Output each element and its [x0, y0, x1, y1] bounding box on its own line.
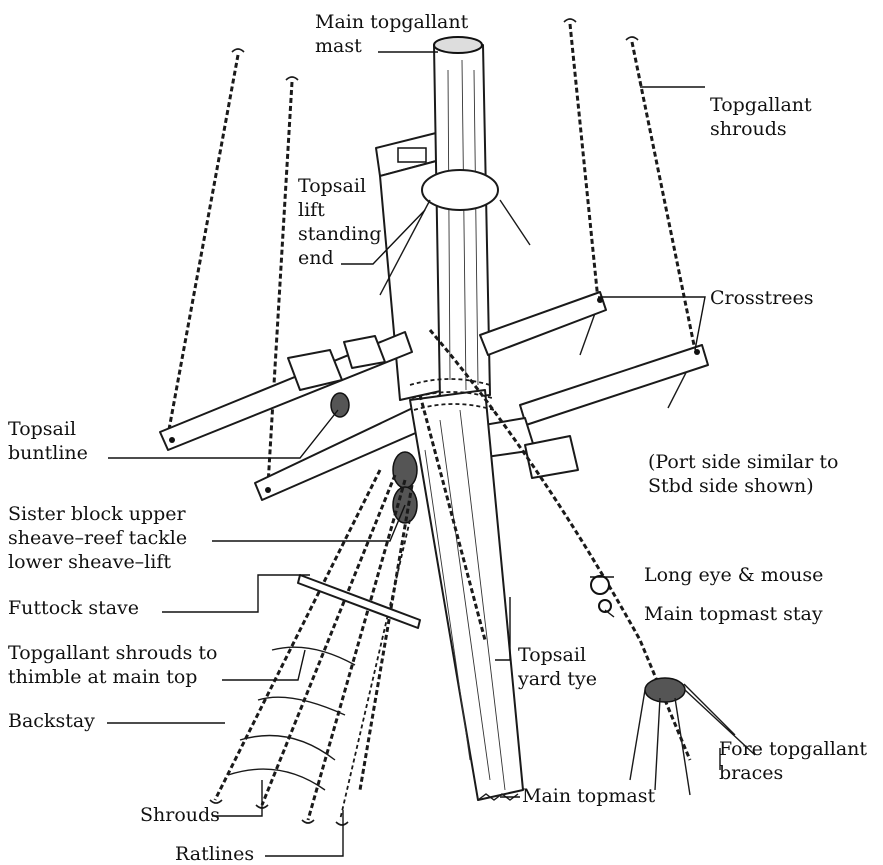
- label-topsail-lift-4: end: [298, 247, 334, 269]
- crosstree-end-hole: [169, 437, 175, 443]
- label-port-side-note-1: (Port side similar to: [648, 451, 838, 473]
- topgallant-shroud-rope: [268, 82, 292, 485]
- label-main-topgallant-mast-1: Main topgallant: [315, 11, 469, 33]
- shroud-rope: [308, 480, 405, 820]
- label-topsail-buntline-1: Topsail: [8, 418, 76, 440]
- ratline: [240, 736, 335, 761]
- mast-top: [434, 37, 482, 53]
- shroud-rope: [360, 485, 412, 790]
- label-topsail-lift-1: Topsail: [298, 175, 366, 197]
- label-topsail-lift-3: standing: [298, 223, 382, 245]
- label-ratlines: Ratlines: [175, 843, 254, 865]
- backstay-rope: [215, 470, 380, 800]
- label-fore-topgallant-braces-1: Fore topgallant: [719, 738, 867, 760]
- label-main-topmast-stay: Main topmast stay: [644, 603, 823, 625]
- label-topsail-lift-2: lift: [298, 199, 325, 221]
- rope-end-hook: [336, 822, 348, 825]
- label-long-eye-mouse: Long eye & mouse: [644, 564, 823, 586]
- rope-end-hook: [626, 37, 638, 40]
- buntline-block: [331, 393, 349, 417]
- label-sister-block-3: lower sheave–lift: [8, 551, 171, 573]
- topgallant-shroud-rope: [168, 55, 238, 435]
- futtock-stave-shape: [298, 575, 420, 628]
- crosstree-end-hole: [597, 297, 603, 303]
- label-topsail-yard-tye-2: yard tye: [517, 668, 597, 690]
- topgallant-shroud-rope: [632, 42, 695, 350]
- label-backstay: Backstay: [8, 710, 95, 732]
- rope-end-hook: [286, 77, 298, 80]
- rope-end-hook: [564, 19, 576, 22]
- topsail-lift-line-right: [500, 200, 530, 245]
- brace-block: [645, 678, 685, 702]
- ratline: [228, 769, 325, 790]
- label-topsail-yard-tye-1: Topsail: [518, 644, 586, 666]
- label-topgallant-shrouds-2: shrouds: [710, 118, 787, 140]
- label-sister-block-1: Sister block upper: [8, 503, 187, 525]
- rigging-illustration: [160, 19, 755, 825]
- label-main-topmast: Main topmast: [522, 785, 655, 807]
- crosstree-right-upper: [480, 292, 606, 355]
- label-crosstrees: Crosstrees: [710, 287, 814, 309]
- label-shrouds: Shrouds: [140, 804, 220, 826]
- label-topgallant-shrouds-thimble-2: thimble at main top: [8, 666, 197, 688]
- label-futtock-stave: Futtock stave: [8, 597, 139, 619]
- ratline: [272, 647, 355, 665]
- trestle-tree: [344, 336, 385, 368]
- topgallant-shroud-rope: [570, 24, 598, 300]
- label-fore-topgallant-braces-2: braces: [719, 762, 783, 784]
- label-port-side-note-2: Stbd side shown): [648, 475, 814, 497]
- mast-cap-ring: [422, 170, 498, 210]
- label-sister-block-2: sheave–reef tackle: [8, 527, 187, 549]
- crosstree-end-hole: [265, 487, 271, 493]
- label-topgallant-shrouds-1: Topgallant: [710, 94, 812, 116]
- label-main-topgallant-mast-2: mast: [315, 35, 362, 57]
- rope-end-hook: [302, 820, 314, 823]
- label-topsail-buntline-2: buntline: [8, 442, 88, 464]
- label-topgallant-shrouds-thimble-1: Topgallant shrouds to: [8, 642, 217, 664]
- mouse-knot: [591, 576, 609, 594]
- cap-hole: [398, 148, 426, 162]
- rope-end-hook: [232, 49, 244, 52]
